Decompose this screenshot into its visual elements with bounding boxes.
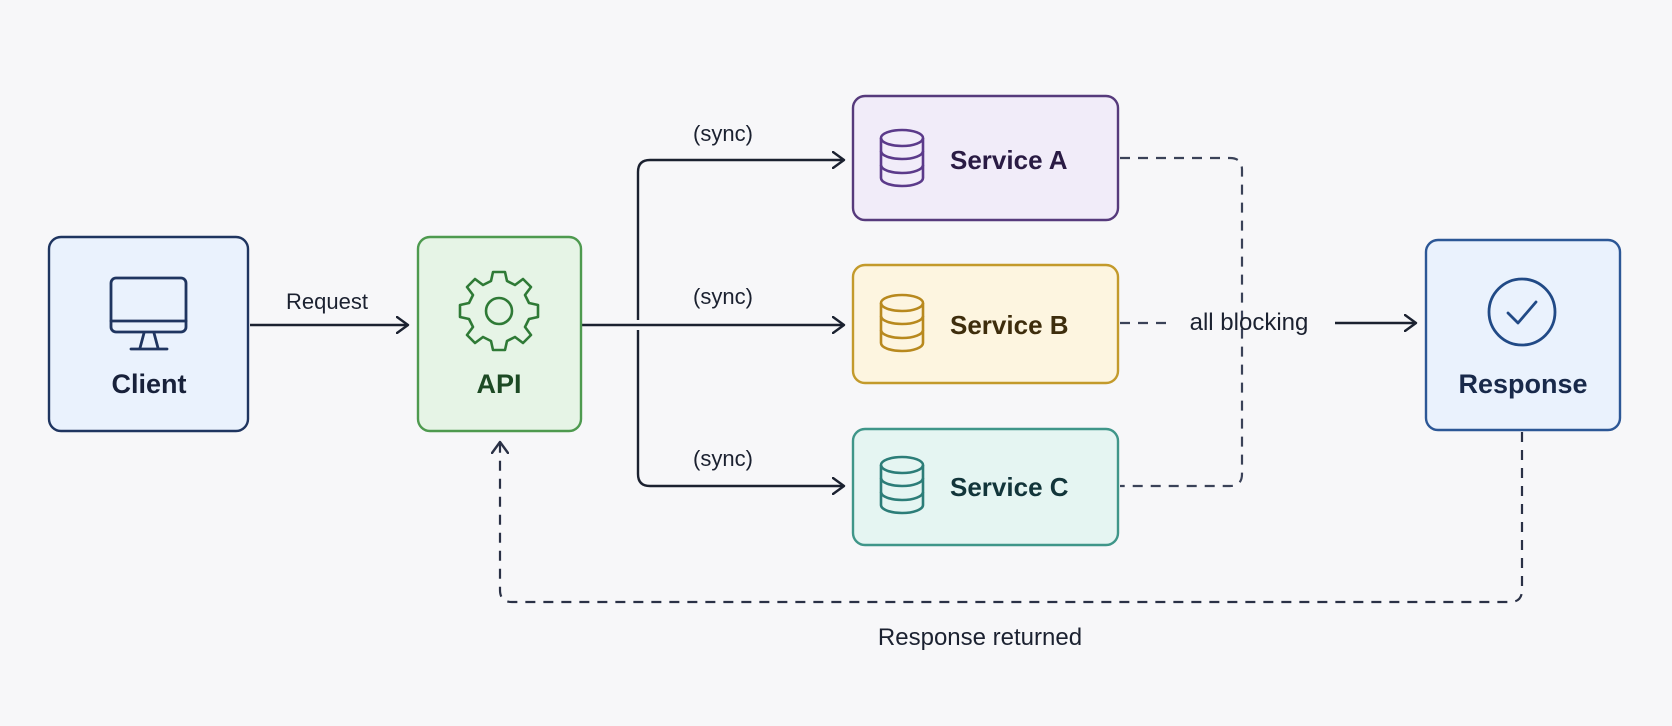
service-b-node[interactable]: Service B — [851, 263, 1120, 385]
sync-b-label: (sync) — [693, 284, 753, 309]
service-b-label: Service B — [950, 310, 1069, 340]
response-label: Response — [1458, 369, 1587, 399]
sync-c-label: (sync) — [693, 446, 753, 471]
database-icon — [879, 128, 925, 188]
service-c-node[interactable]: Service C — [851, 427, 1120, 547]
service-a-node[interactable]: Service A — [851, 94, 1120, 222]
monitor-icon — [109, 276, 188, 351]
api-label: API — [476, 369, 521, 399]
api-box — [416, 235, 583, 433]
fork-to-service-a-arrow — [636, 160, 844, 320]
service-c-label: Service C — [950, 472, 1069, 502]
service-c-box — [851, 427, 1120, 547]
fork-to-service-c-arrow — [636, 330, 844, 486]
response-returned-label: Response returned — [878, 624, 1082, 651]
response-returned-dashed-arrow — [500, 432, 1524, 604]
response-node[interactable]: Response — [1424, 238, 1622, 432]
database-icon — [879, 455, 925, 515]
edge-labels: Request (sync) (sync) (sync) all blockin… — [286, 121, 1308, 651]
all-blocking-label: all blocking — [1190, 309, 1309, 336]
client-label: Client — [111, 369, 186, 399]
service-b-box — [851, 263, 1120, 385]
service-a-dashed-join — [1120, 156, 1244, 488]
client-box — [47, 235, 250, 433]
client-node[interactable]: Client — [47, 235, 250, 433]
database-icon — [879, 293, 925, 353]
api-node[interactable]: API — [416, 235, 583, 433]
service-a-label: Service A — [950, 145, 1068, 175]
gear-icon — [458, 270, 540, 352]
service-a-box — [851, 94, 1120, 222]
response-box — [1424, 238, 1622, 432]
check-circle-icon — [1487, 277, 1557, 347]
request-label: Request — [286, 289, 368, 314]
sync-a-label: (sync) — [693, 121, 753, 146]
connectors — [250, 156, 1524, 604]
